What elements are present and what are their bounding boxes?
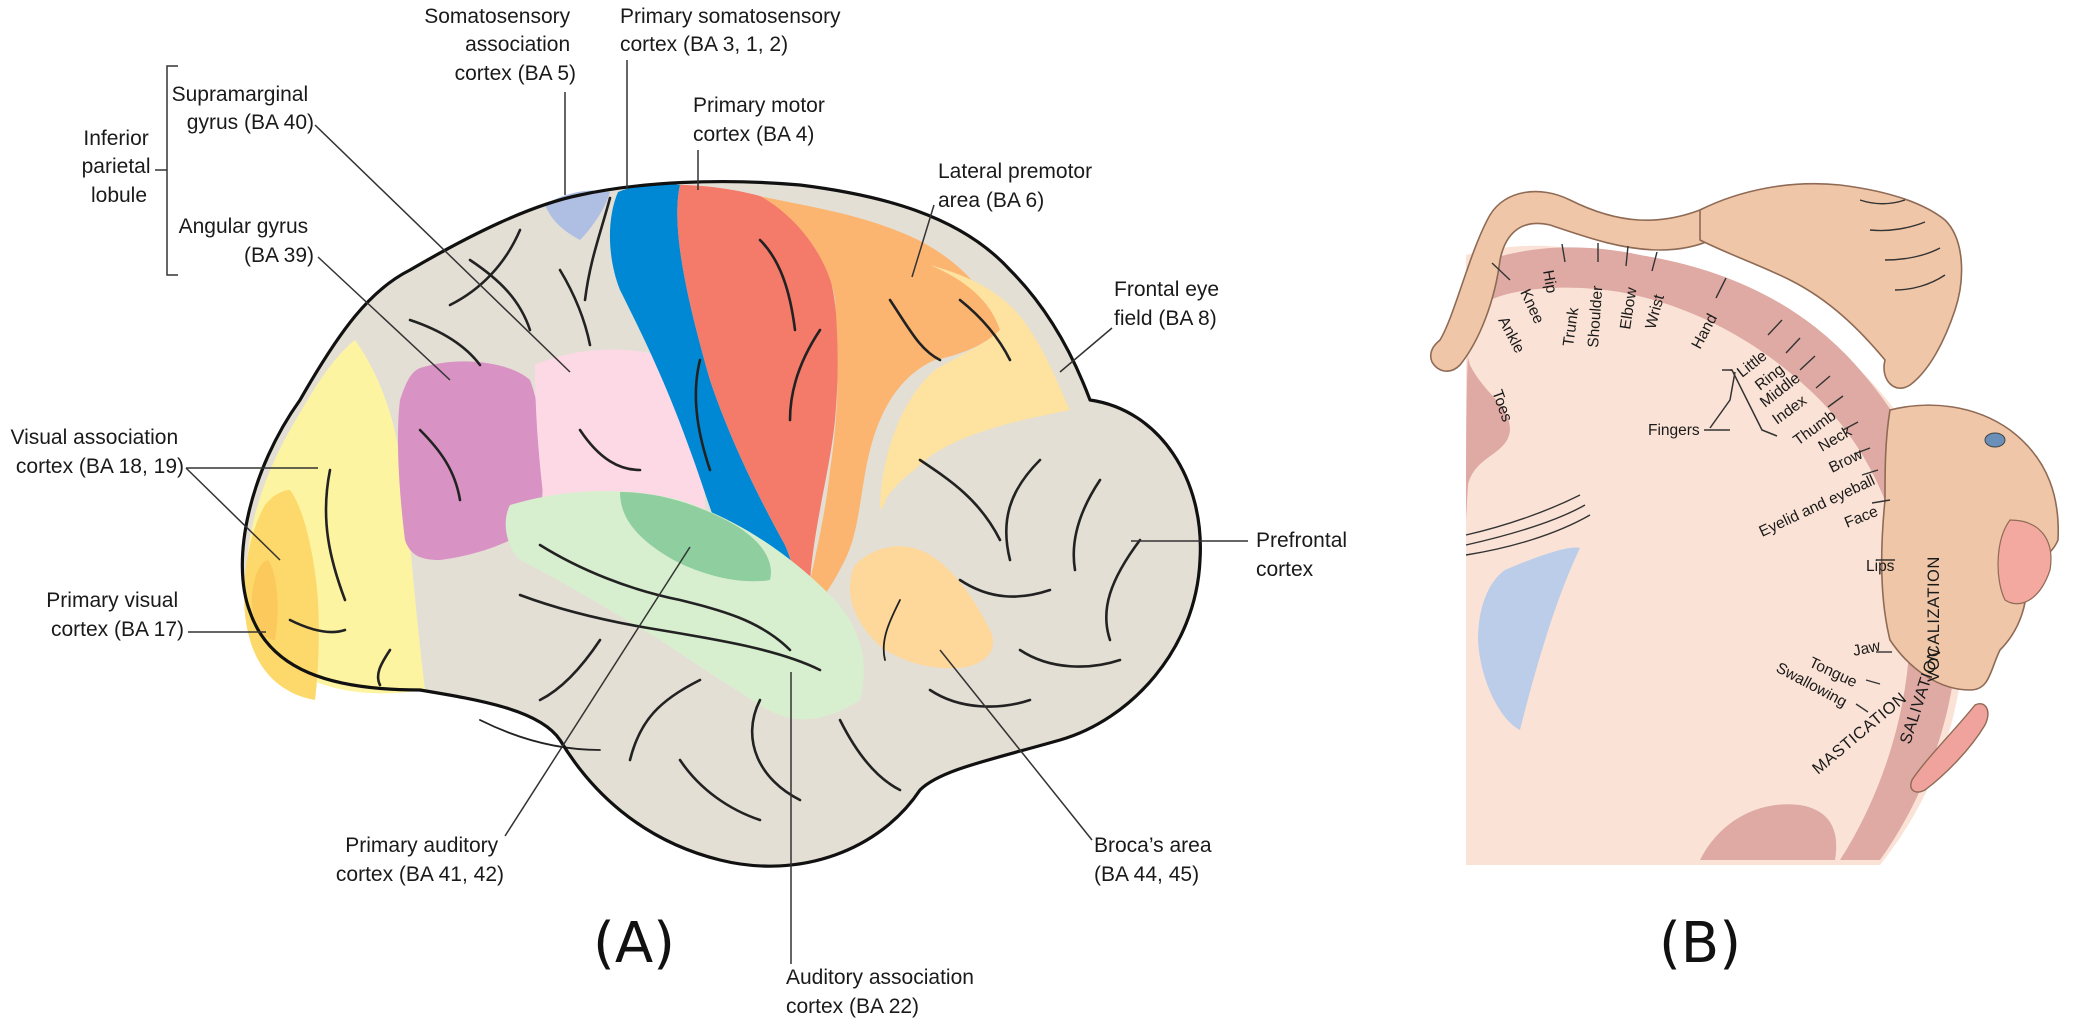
region-somatosensory-association	[545, 190, 610, 240]
label-somatosensory-association: Somatosensory association cortex (BA 5)	[424, 5, 576, 85]
label-shoulder: Shoulder	[1585, 285, 1606, 348]
label-elbow: Elbow	[1617, 285, 1641, 330]
homunculus-hand	[1699, 182, 1963, 389]
label-fingers: Fingers	[1648, 422, 1700, 439]
homunculus-coronal-section: Toes Ankle Knee Hip Trunk Shoulder Elbow…	[1429, 182, 2060, 976]
homunculus-ventricle	[1478, 547, 1580, 730]
brain-sulci	[288, 196, 1142, 822]
label-broca: Broca’s area (BA 44, 45)	[1094, 834, 1217, 886]
region-primary-auditory	[620, 492, 771, 582]
label-prefrontal: Prefrontal cortex	[1256, 529, 1353, 581]
region-auditory-association	[505, 490, 864, 720]
region-frontal-eye-field	[880, 265, 1070, 510]
homunculus-fold	[1700, 804, 1837, 860]
region-primary-motor	[677, 185, 838, 640]
label-frontal-eye-field: Frontal eye field (BA 8)	[1114, 278, 1225, 330]
label-visual-association: Visual association cortex (BA 18, 19)	[10, 426, 184, 478]
panel-label-a: (A)	[593, 911, 675, 976]
label-auditory-association: Auditory association cortex (BA 22)	[786, 966, 980, 1018]
label-angular-gyrus: Angular gyrus (BA 39)	[179, 215, 314, 267]
region-lateral-premotor	[760, 196, 1000, 625]
region-angular-gyrus	[397, 361, 543, 560]
label-trunk: Trunk	[1560, 306, 1582, 347]
label-lateral-premotor: Lateral premotor area (BA 6)	[938, 160, 1098, 212]
label-primary-auditory: Primary auditory cortex (BA 41, 42)	[336, 834, 504, 886]
region-primary-somatosensory	[609, 183, 801, 640]
label-vocalization: VOCALIZATION	[1925, 556, 1943, 682]
brain-outline	[240, 179, 1202, 868]
label-primary-somatosensory: Primary somatosensory cortex (BA 3, 1, 2…	[620, 5, 846, 56]
panel-label-b: (B)	[1659, 911, 1741, 976]
label-supramarginal: Supramarginal gyrus (BA 40)	[172, 83, 314, 134]
region-primary-visual-core	[251, 560, 278, 640]
homunculus-face	[1880, 404, 2060, 691]
label-lips: Lips	[1866, 558, 1895, 575]
label-jaw: Jaw	[1851, 637, 1882, 660]
homunculus-tongue	[1910, 703, 1989, 793]
homunculus-leg	[1429, 190, 1752, 372]
label-primary-motor: Primary motor cortex (BA 4)	[693, 94, 831, 146]
region-supramarginal-gyrus	[535, 349, 705, 520]
label-hip: Hip	[1539, 269, 1560, 295]
homunculus-ticks	[1491, 243, 1895, 713]
brain-labels: Somatosensory association cortex (BA 5) …	[10, 5, 1353, 1018]
brain-lateral-view	[240, 179, 1202, 868]
label-primary-visual: Primary visual cortex (BA 17)	[46, 589, 184, 641]
homunculus-cortex-ribbon	[1466, 247, 1959, 861]
svg-text:Inferior parietal: Inferior parietal lobule	[82, 127, 157, 207]
